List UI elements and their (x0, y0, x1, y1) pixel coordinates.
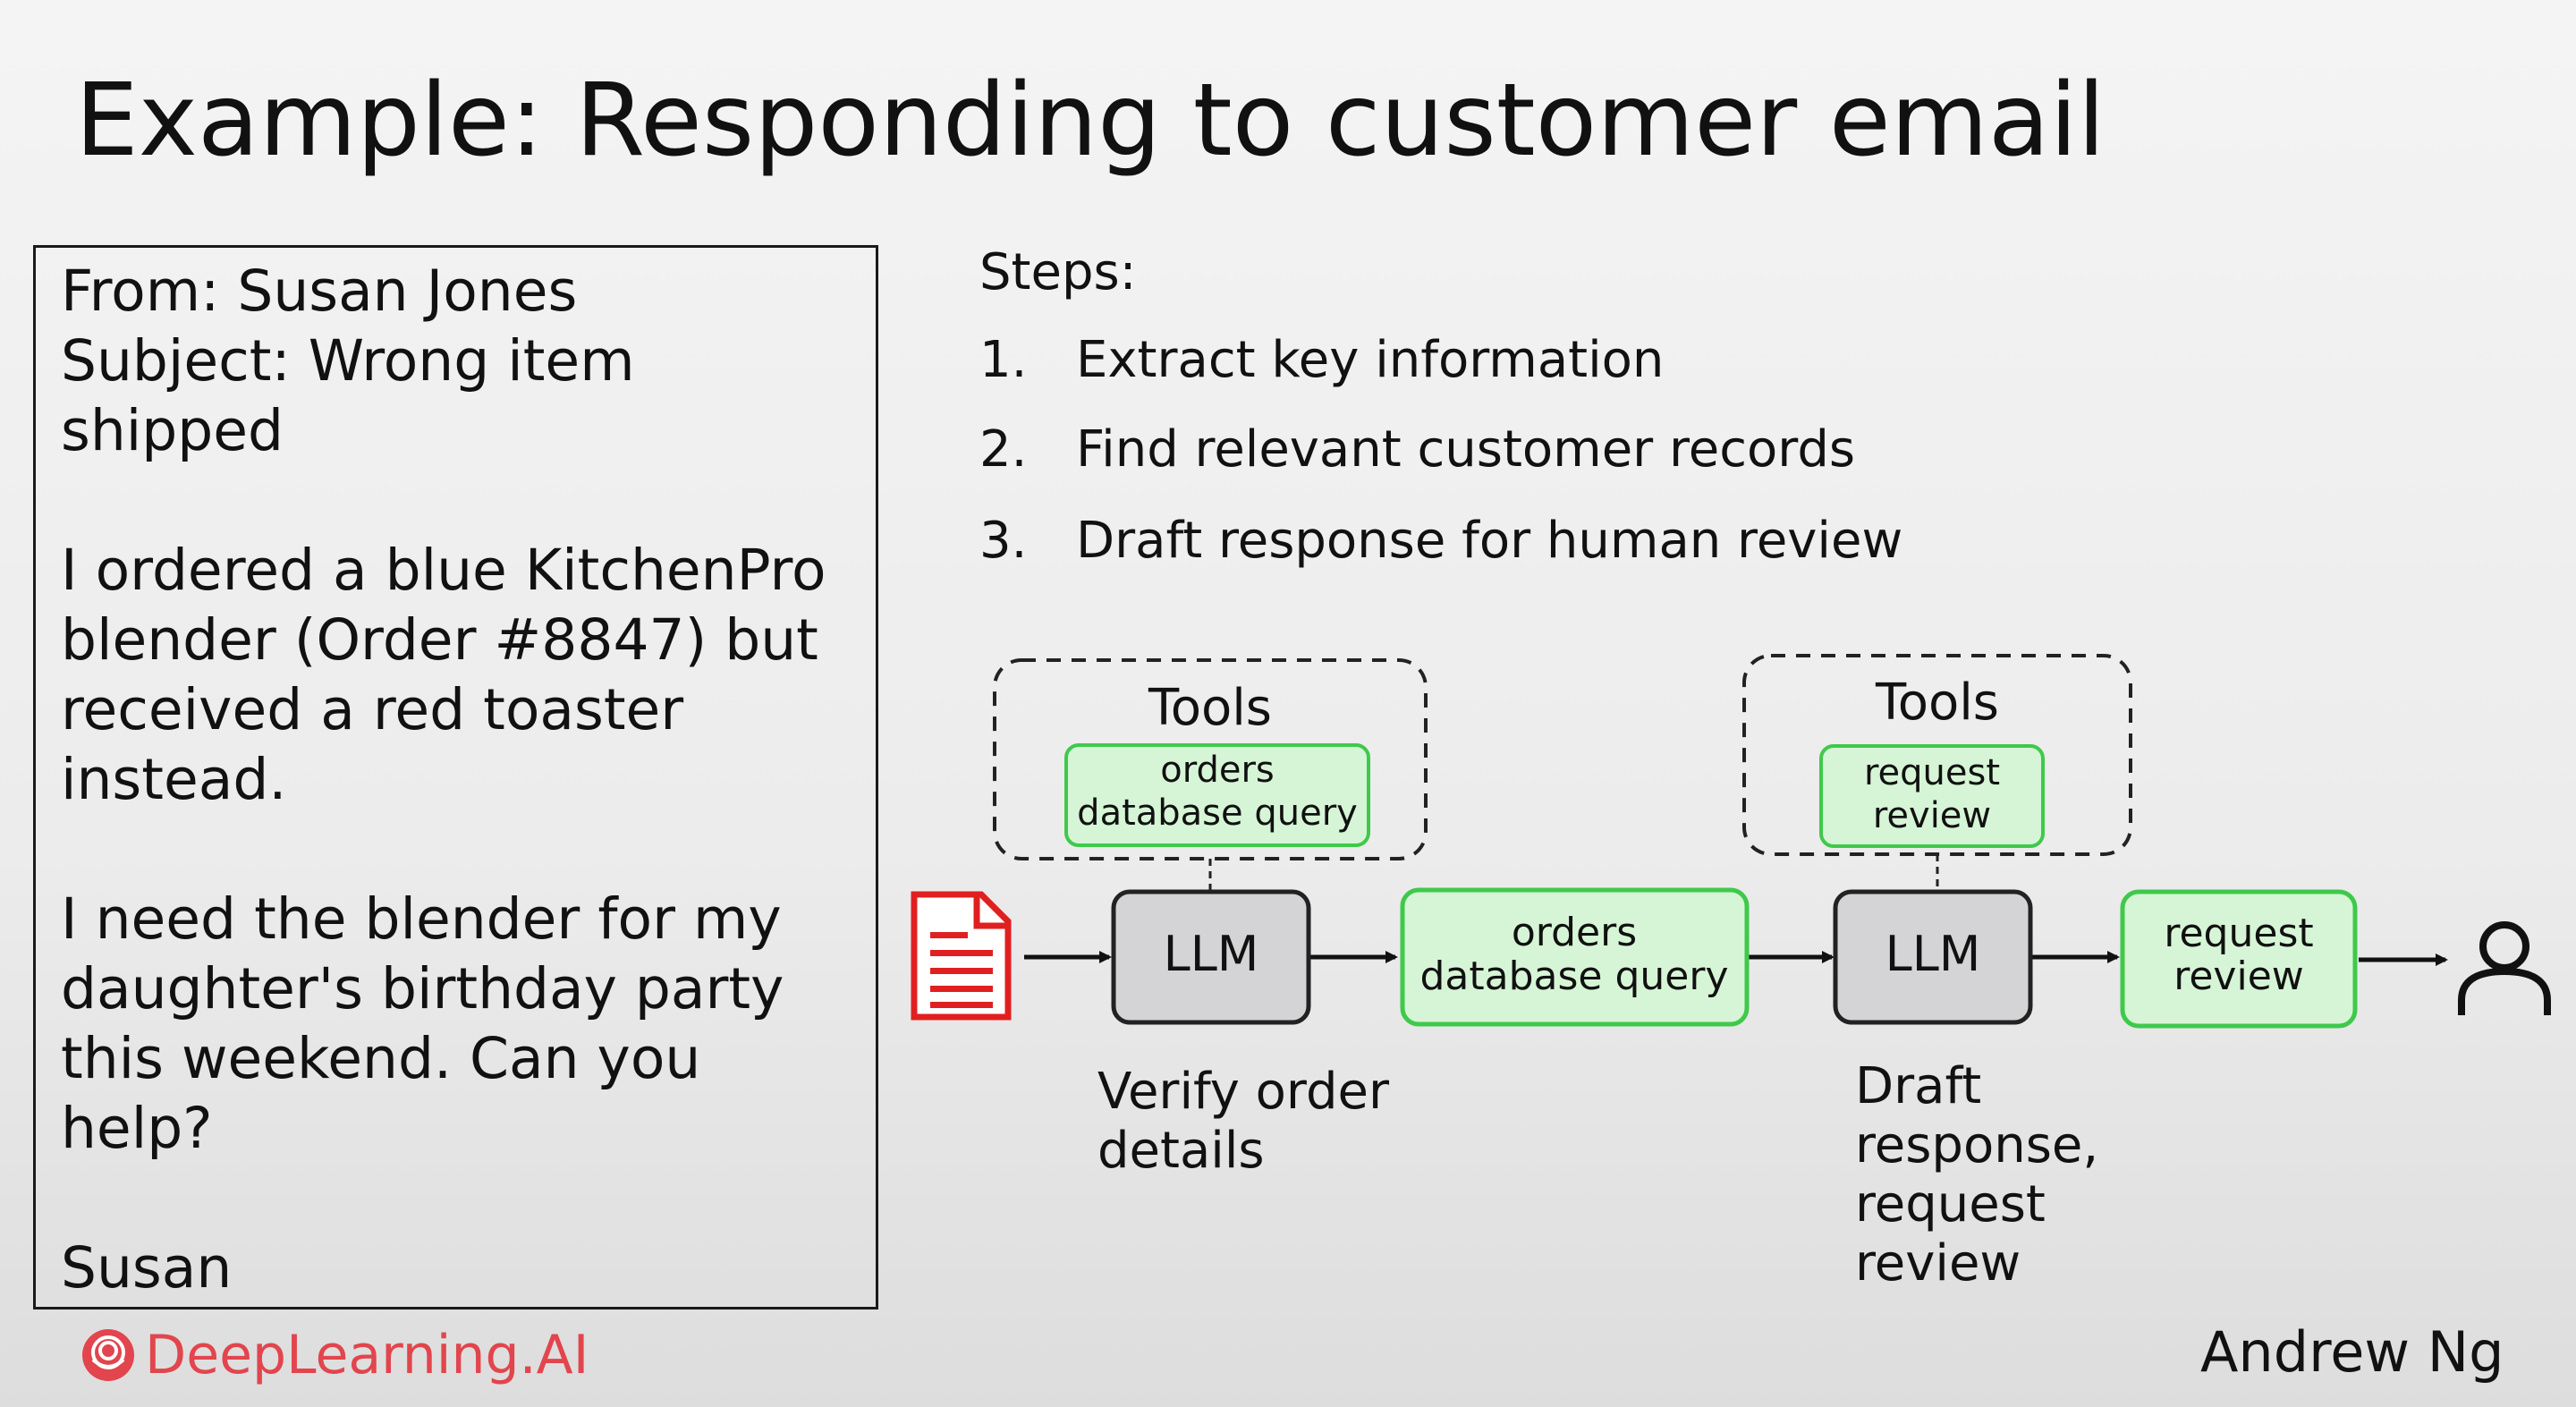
author-name: Andrew Ng (2200, 1319, 2504, 1385)
email-signature: Susan (61, 1235, 233, 1301)
action-orders-database-query (1400, 887, 1750, 1027)
tool-label-line-1: request (1864, 752, 2000, 793)
email-body-line: I need the blender for my (61, 886, 782, 952)
tool-label-line-2: database query (1077, 792, 1358, 834)
email-subject-line-1: Subject: Wrong item (61, 328, 635, 394)
email-body-line: blender (Order #8847) but (61, 607, 818, 673)
email-body-line: instead. (61, 747, 287, 812)
tool-label-line-1: orders (1160, 750, 1275, 791)
caption-line: Draft (1855, 1057, 1982, 1115)
llm-label-1: LLM (1164, 926, 1259, 982)
action-label-line-2: review (2174, 954, 2304, 999)
caption-line: request (1855, 1175, 2046, 1233)
email-subject-line-2: shipped (61, 398, 284, 463)
action-label-line-1: request (2164, 911, 2313, 956)
caption-draft-response: Draft response, request review (1855, 1057, 2098, 1293)
step-number: 2. (979, 420, 1028, 479)
step-number: 3. (979, 512, 1028, 570)
steps-label: Steps: (979, 243, 1137, 301)
llm-node-2 (1833, 889, 2033, 1025)
step-text: Draft response for human review (1076, 512, 1903, 570)
tools-label-2: Tools (1875, 674, 1999, 732)
logo-icon (82, 1329, 134, 1381)
tool-request-review (1819, 744, 2045, 848)
step-item-1: 1. Extract key information (979, 331, 1664, 389)
email-body-line: received a red toaster (61, 677, 684, 742)
email-body-line: help? (61, 1096, 213, 1161)
person-icon (2458, 921, 2551, 1015)
caption-verify-order: Verify order details (1097, 1063, 1389, 1181)
slide-title: Example: Responding to customer email (75, 63, 2106, 179)
llm-node-1 (1111, 889, 1311, 1025)
tool-orders-database-query (1064, 743, 1370, 847)
llm-label-2: LLM (1885, 926, 1981, 982)
action-label-line-1: orders (1512, 910, 1637, 955)
email-body-line: this weekend. Can you (61, 1026, 701, 1091)
logo-text: DeepLearning.AI (145, 1324, 589, 1386)
email-body-line: daughter's birthday party (61, 956, 784, 1021)
step-number: 1. (979, 331, 1028, 389)
action-request-review (2120, 889, 2358, 1029)
step-text: Find relevant customer records (1076, 420, 1856, 479)
tools-group-1 (993, 658, 1428, 860)
step-text: Extract key information (1076, 331, 1665, 389)
tools-label-1: Tools (1148, 679, 1272, 737)
caption-line: Verify order (1097, 1063, 1389, 1121)
step-item-3: 3. Draft response for human review (979, 512, 1902, 570)
email-from: From: Susan Jones (61, 259, 578, 324)
action-label-line-2: database query (1420, 954, 1729, 999)
email-body-line: I ordered a blue KitchenPro (61, 538, 826, 603)
caption-line: review (1855, 1234, 2021, 1293)
caption-line: response, (1855, 1116, 2099, 1174)
step-item-2: 2. Find relevant customer records (979, 420, 1855, 479)
deeplearning-logo: DeepLearning.AI (80, 1324, 589, 1386)
email-panel: From: Susan Jones Subject: Wrong item sh… (33, 245, 878, 1310)
document-icon (911, 891, 1012, 1021)
tool-label-line-2: review (1873, 795, 1991, 836)
caption-line: details (1097, 1122, 1265, 1180)
